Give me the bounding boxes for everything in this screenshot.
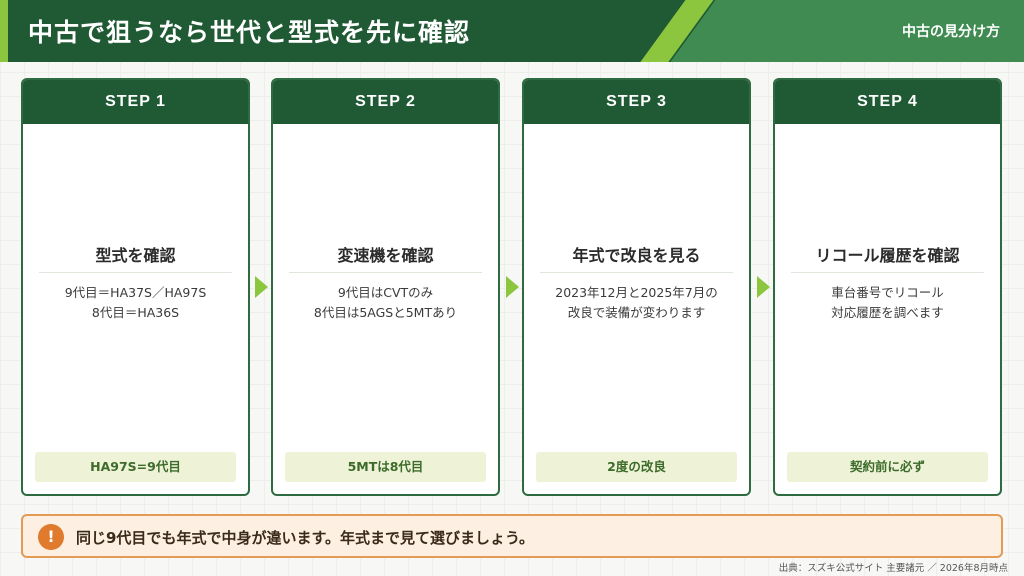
step-card-3: STEP 3 年式で改良を見る 2023年12月と2025年7月の 改良で装備が… [522,78,751,496]
step-description: 9代目＝HA37S／HA97S 8代目＝HA36S [23,283,248,323]
step-description-line: 車台番号でリコール [831,285,944,300]
step-description: 車台番号でリコール 対応履歴を調べます [775,283,1000,323]
step-divider [39,272,232,273]
step-tag: 契約前に必ず [787,452,988,482]
step-tag: HA97S=9代目 [35,452,236,482]
step-title: 型式を確認 [95,246,176,265]
step-label: STEP 3 [524,80,749,124]
page-title: 中古で狙うなら世代と型式を先に確認 [28,18,471,47]
slide-header: 中古で狙うなら世代と型式を先に確認 中古の見分け方 [0,0,1024,62]
step-card-2: STEP 2 変速機を確認 9代目はCVTのみ 8代目は5AGSと5MTあり 5… [271,78,500,496]
source-citation: 出典：スズキ公式サイト 主要諸元 ／ 2026年8月時点 [778,563,1008,574]
step-description: 2023年12月と2025年7月の 改良で装備が変わります [524,283,749,323]
chevron-right-icon [255,276,268,298]
step-label: STEP 4 [775,80,1000,124]
step-tag: 5MTは8代目 [285,452,486,482]
chevron-right-icon [506,276,519,298]
warning-note-text: 同じ9代目でも年式で中身が違います。年式まで見て選びましょう。 [76,529,535,547]
step-description-line: 改良で装備が変わります [567,305,706,320]
step-title: リコール履歴を確認 [815,246,960,265]
step-description-line: 9代目はCVTのみ [337,285,434,300]
step-description-line: 8代目＝HA36S [91,305,180,320]
step-divider [289,272,482,273]
warning-note: ! 同じ9代目でも年式で中身が違います。年式まで見て選びましょう。 [21,514,1003,558]
step-title: 年式で改良を見る [572,246,701,265]
step-description-line: 8代目は5AGSと5MTあり [313,305,458,320]
step-divider [791,272,984,273]
exclamation-icon: ! [38,524,64,550]
step-description-line: 2023年12月と2025年7月の [555,285,718,300]
step-tag: 2度の改良 [536,452,737,482]
step-divider [540,272,733,273]
step-title: 変速機を確認 [337,246,434,265]
page-subtitle: 中古の見分け方 [902,24,1000,40]
step-card-4: STEP 4 リコール履歴を確認 車台番号でリコール 対応履歴を調べます 契約前… [773,78,1002,496]
step-label: STEP 1 [23,80,248,124]
step-description-line: 対応履歴を調べます [831,305,944,320]
step-label: STEP 2 [273,80,498,124]
step-description: 9代目はCVTのみ 8代目は5AGSと5MTあり [273,283,498,323]
step-description-line: 9代目＝HA37S／HA97S [64,285,207,300]
chevron-right-icon [757,276,770,298]
step-card-1: STEP 1 型式を確認 9代目＝HA37S／HA97S 8代目＝HA36S H… [21,78,250,496]
header-accent-bar [0,0,8,62]
